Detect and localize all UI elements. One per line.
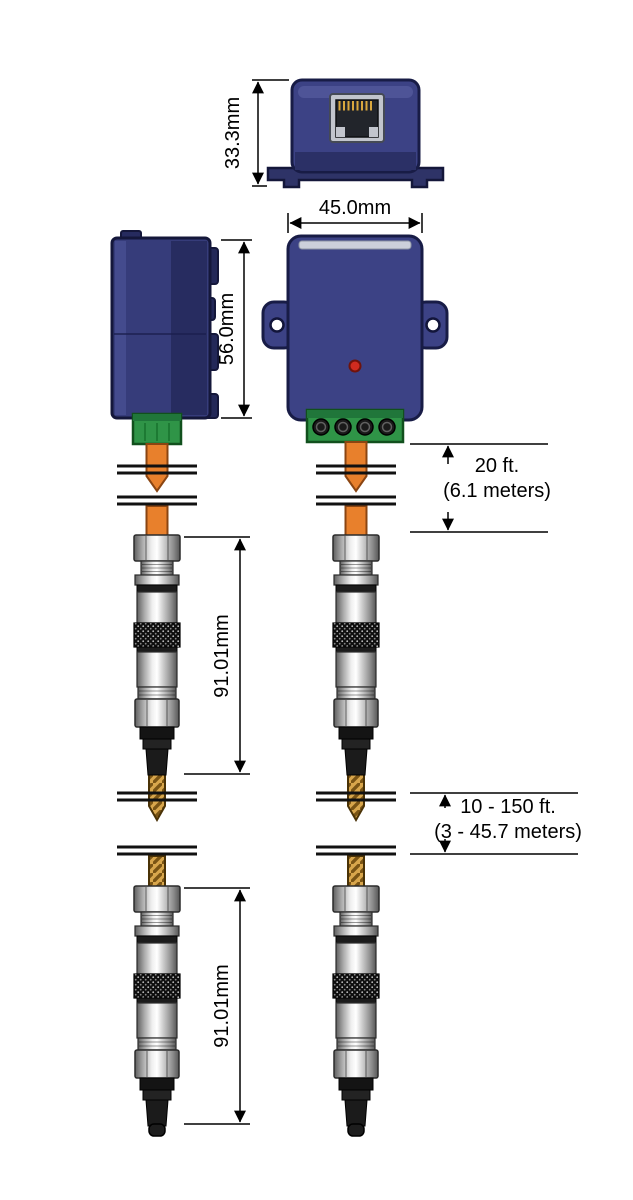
label-variable-cable-m: (3 - 45.7 meters) <box>434 821 582 843</box>
front-view-body <box>286 234 424 422</box>
cable-orange-left-upper <box>145 443 169 541</box>
rj45-notch-right <box>369 127 378 137</box>
dimension-10-150ft <box>410 792 578 855</box>
dimension-91-01-lower <box>184 887 250 1125</box>
front-view <box>261 234 449 444</box>
connector-assembly-lower-left <box>133 885 181 1127</box>
rj45-pins <box>338 101 372 111</box>
break-symbol-lower-right <box>316 791 396 856</box>
front-view-lid-seam <box>298 240 412 250</box>
side-view-dark-band <box>171 241 207 415</box>
label-variable-cable-ft: 10 - 150 ft. <box>460 796 556 818</box>
mounting-hole-right <box>425 317 441 333</box>
label-fixed-cable-m: (6.1 meters) <box>443 480 551 502</box>
break-symbol-lower-left <box>117 791 197 856</box>
label-fixed-cable-ft: 20 ft. <box>474 455 520 477</box>
led-indicator <box>348 359 362 373</box>
top-view-shadow <box>295 152 416 170</box>
dimension-20ft <box>410 443 548 533</box>
label-connector-length-lower: 91.01mm <box>211 964 233 1048</box>
side-view-light-edge <box>115 241 126 415</box>
dimension-33-3 <box>252 79 289 187</box>
dimension-56-0 <box>221 239 252 419</box>
dimension-91-01-upper <box>184 536 250 775</box>
connector-assembly-upper-left <box>133 534 181 776</box>
terminal-screws <box>312 418 396 436</box>
cable-orange-right-upper <box>344 441 368 541</box>
cable-end-cap-right <box>347 1123 365 1137</box>
label-side-height: 56.0mm <box>216 292 238 366</box>
label-front-width: 45.0mm <box>318 197 392 219</box>
rj45-port <box>329 93 385 143</box>
side-terminal-block <box>131 412 183 446</box>
rj45-notch-left <box>336 127 345 137</box>
connector-assembly-lower-right <box>332 885 380 1127</box>
label-top-height: 33.3mm <box>222 96 244 170</box>
side-view <box>110 230 219 446</box>
break-symbol-upper-left <box>117 464 197 506</box>
cable-end-cap-left <box>148 1123 166 1137</box>
top-view <box>266 78 445 189</box>
label-connector-length-upper: 91.01mm <box>211 614 233 698</box>
connector-assembly-upper-right <box>332 534 380 776</box>
terminal-block <box>305 408 405 444</box>
break-symbol-upper-right <box>316 464 396 506</box>
mounting-hole-left <box>269 317 285 333</box>
coil-cable-left <box>148 771 166 891</box>
dimension-45-0 <box>287 213 423 233</box>
coil-cable-right <box>347 771 365 891</box>
